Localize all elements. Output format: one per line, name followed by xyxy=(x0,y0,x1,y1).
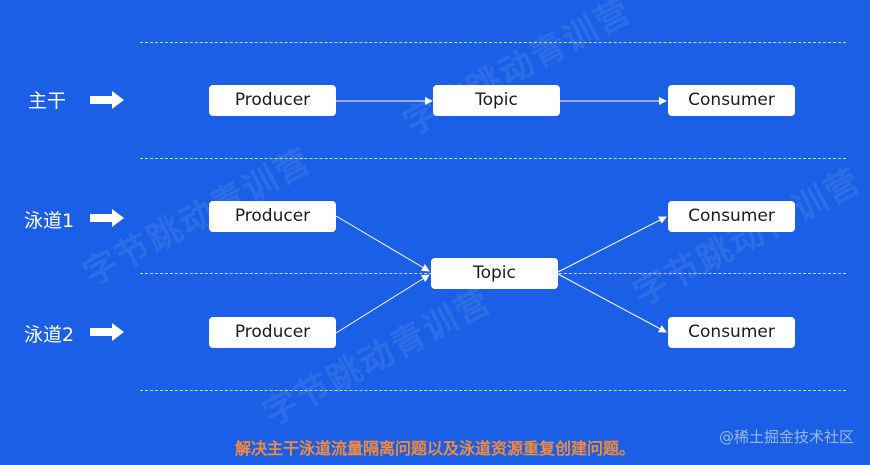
trunk-producer-node: Producer xyxy=(209,85,336,116)
shared-topic-node: Topic xyxy=(431,258,558,289)
edge-topic-lane2-consumer xyxy=(557,273,667,333)
lane-label-swimlane1: 泳道1 xyxy=(24,210,75,232)
lane-label-trunk: 主干 xyxy=(28,90,67,112)
trunk-consumer-node: Consumer xyxy=(668,85,795,116)
trunk-topic-node: Topic xyxy=(433,85,560,116)
divider-trunk xyxy=(140,158,846,159)
edge-lane1-producer-topic xyxy=(335,215,430,272)
arrow-right-icon xyxy=(90,209,124,227)
site-watermark: @稀土掘金技术社区 xyxy=(718,428,854,446)
arrow-right-icon xyxy=(90,91,124,109)
lane-label-swimlane2: 泳道2 xyxy=(24,324,75,346)
footer-note: 解决主干泳道流量隔离问题以及泳道资源重复创建问题。 xyxy=(234,439,635,458)
edge-lane2-producer-topic xyxy=(335,274,430,334)
lane2-producer-node: Producer xyxy=(209,317,336,348)
lane1-consumer-node: Consumer xyxy=(668,201,795,232)
divider-top xyxy=(140,42,846,43)
lane2-consumer-node: Consumer xyxy=(668,317,795,348)
lane1-producer-node: Producer xyxy=(209,201,336,232)
arrow-right-icon xyxy=(90,323,124,341)
divider-bottom xyxy=(140,390,846,391)
edge-topic-lane1-consumer xyxy=(557,216,667,273)
